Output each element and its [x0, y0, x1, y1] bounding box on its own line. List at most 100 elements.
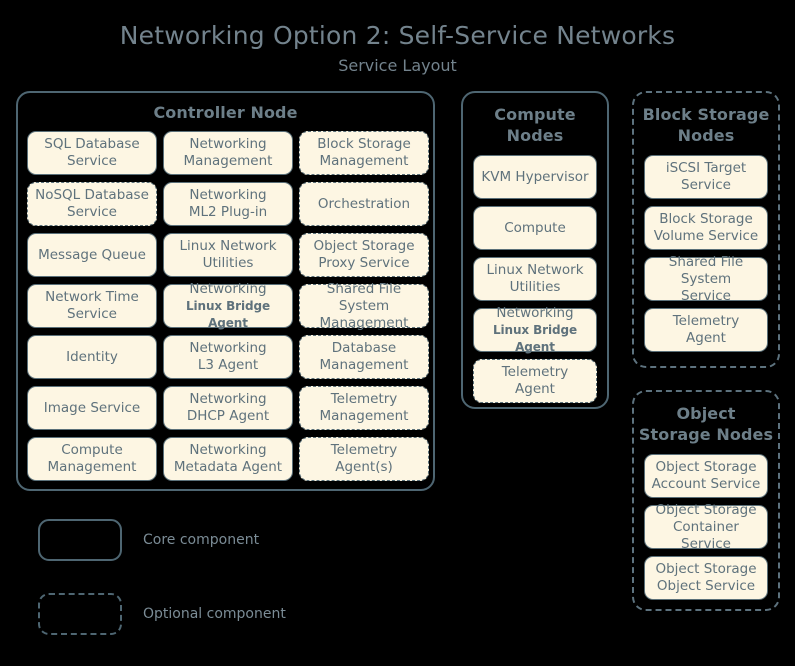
page-title: Networking Option 2: Self-Service Networ…	[119, 21, 676, 50]
service-label-line2: Service	[681, 287, 731, 304]
service-label-line2: Account Service	[651, 476, 761, 492]
service-label-line1: Telemetry	[330, 391, 398, 407]
legend-label-core: Core component	[143, 532, 260, 548]
service-label-line1: Shared File System	[326, 280, 402, 314]
legend: Core component Optional component	[38, 518, 378, 666]
service-label-line2: Management	[183, 153, 273, 169]
legend-label-optional: Optional component	[143, 606, 286, 622]
service-label-line1: Telemetry	[501, 364, 569, 380]
compute-nodes-title-line2: Nodes	[506, 126, 564, 145]
service-label-line2: L3 Agent	[197, 357, 259, 373]
legend-swatch-optional	[38, 593, 122, 635]
service-label-line2: Container Service	[673, 518, 739, 552]
service-label-line2: Utilities	[202, 255, 254, 271]
service-label-line2: ML2 Plug-in	[188, 204, 268, 220]
service-label-line2: Management	[319, 314, 409, 331]
controller-service-box: Message Queue	[27, 233, 157, 277]
service-label-line2: Agent	[515, 381, 555, 397]
title-block: Networking Option 2: Self-Service Networ…	[0, 20, 795, 77]
service-label-line1: Database	[331, 340, 397, 356]
service-label-line1: Linux Network	[179, 238, 277, 254]
service-label-line2: DHCP Agent	[186, 408, 270, 424]
service-label-line1: Identity	[66, 348, 118, 365]
service-label-line1: Object Storage	[655, 561, 757, 577]
object-storage-title-line2: Storage Nodes	[638, 425, 774, 444]
service-label-line1: Linux Network	[486, 262, 584, 278]
service-label-line1: Orchestration	[317, 195, 411, 212]
compute-nodes-title: Compute Nodes	[463, 93, 607, 152]
service-label-line2: Proxy Service	[318, 255, 410, 271]
service-label-line2: Management	[47, 459, 137, 475]
service-label-line2: Agent(s)	[335, 459, 393, 475]
service-label-line1: SQL Database	[44, 136, 140, 152]
service-label-line2: Volume Service	[653, 228, 759, 244]
service-label-line2: Utilities	[509, 279, 561, 295]
compute-service-box: Compute	[473, 206, 597, 250]
service-label-line1: NoSQL Database	[35, 187, 149, 203]
service-label-line2: Object Service	[656, 578, 756, 594]
legend-row-core: Core component	[38, 518, 378, 562]
service-label-line1: Network Time	[45, 289, 139, 305]
service-label-line2: Management	[319, 357, 409, 373]
controller-service-box: Image Service	[27, 386, 157, 430]
service-label-line2: Linux Bridge Agent	[185, 298, 271, 330]
service-label-line1: Object Storage	[655, 501, 757, 518]
service-label-line1: Networking	[189, 187, 267, 203]
legend-row-optional: Optional component	[38, 592, 378, 636]
service-label-line1: Message Queue	[38, 246, 146, 263]
service-label-line1: Telemetry	[330, 442, 398, 458]
compute-nodes-title-line1: Compute	[494, 105, 576, 124]
service-label-line2: Agent	[686, 330, 726, 346]
page-subtitle: Service Layout	[338, 56, 457, 75]
service-label-line1: Image Service	[43, 399, 141, 416]
block-storage-title-line1: Block Storage	[642, 105, 770, 124]
service-label-line2: Management	[319, 153, 409, 169]
controller-service-box: Orchestration	[299, 182, 429, 226]
service-label-line1: Telemetry	[672, 313, 740, 329]
service-label-line2: Service	[67, 153, 117, 169]
controller-service-box: Identity	[27, 335, 157, 379]
object-storage-title-line1: Object	[676, 404, 736, 423]
service-label-line1: Compute	[504, 219, 566, 236]
service-label-line1: Object Storage	[313, 238, 415, 254]
service-label-line1: Networking	[189, 442, 267, 458]
service-label-line1: Networking	[189, 340, 267, 356]
object-storage-nodes-title: Object Storage Nodes	[634, 392, 778, 451]
service-label-line1: Networking	[189, 280, 267, 297]
service-label-line1: Networking	[496, 304, 574, 321]
controller-node-title: Controller Node	[153, 103, 298, 122]
